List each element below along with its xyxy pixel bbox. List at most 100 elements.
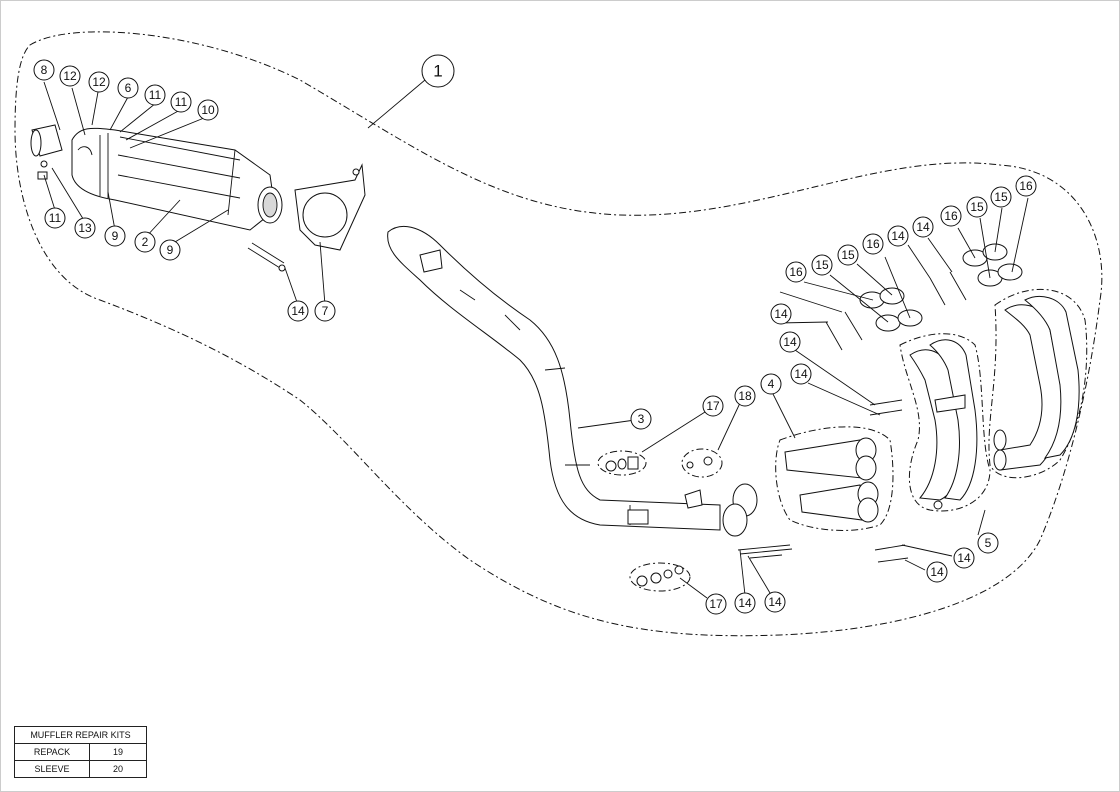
callout-circle (811, 254, 833, 276)
callout-label: 14 (916, 220, 930, 234)
callout-circle (88, 71, 110, 93)
gasket-set-upper (597, 450, 647, 476)
callout-circle (764, 591, 786, 613)
header-pipes-part (899, 288, 1088, 512)
springs-bottom-middle (737, 544, 793, 559)
muffler-part (30, 124, 283, 231)
callout-circle (966, 196, 988, 218)
callout-label: 3 (638, 412, 645, 426)
callout-balloon: 14 (287, 300, 309, 322)
callout-balloon: 15 (966, 196, 988, 218)
callout-label: 7 (322, 304, 329, 318)
callout-balloon: 15 (837, 244, 859, 266)
callout-balloon: 18 (734, 385, 756, 407)
callout-circle (134, 231, 156, 253)
callout-balloon: 12 (59, 65, 81, 87)
callout-balloon: 12 (88, 71, 110, 93)
callout-circle (159, 239, 181, 261)
callout-balloon: 2 (134, 231, 156, 253)
callout-circle (887, 225, 909, 247)
callout-circle (760, 373, 782, 395)
callout-label: 14 (930, 565, 944, 579)
callout-label: 14 (891, 229, 905, 243)
callout-balloon: 5 (977, 532, 999, 554)
callout-circle (144, 84, 166, 106)
callout-label: 18 (738, 389, 752, 403)
callout-balloon: 11 (44, 207, 66, 229)
callout-balloon: 14 (953, 547, 975, 569)
callout-label: 16 (944, 209, 958, 223)
callout-label: 11 (175, 95, 188, 109)
mid-pipe-part (387, 225, 758, 537)
callout-label: 14 (783, 335, 797, 349)
callout-label: 15 (970, 200, 984, 214)
callout-balloon: 9 (104, 225, 126, 247)
callout-label: 15 (841, 248, 855, 262)
callout-balloon: 14 (887, 225, 909, 247)
callout-balloon: 14 (779, 331, 801, 353)
callout-circle (104, 225, 126, 247)
callout-balloon: 17 (705, 593, 727, 615)
callout-balloon: 14 (926, 561, 948, 583)
callout-circle (421, 54, 455, 88)
kit-name-cell: SLEEVE (14, 760, 90, 778)
callout-circle (862, 233, 884, 255)
callout-circle (953, 547, 975, 569)
leader-lines (43, 79, 1029, 599)
callout-circle (33, 59, 55, 81)
callout-balloon: 14 (790, 363, 812, 385)
callout-circle (912, 216, 934, 238)
callout-balloon: 16 (1015, 175, 1037, 197)
callout-circle (977, 532, 999, 554)
callout-label: 13 (78, 221, 92, 235)
callout-circle (702, 395, 724, 417)
callout-circle (170, 91, 192, 113)
callout-label: 14 (957, 551, 971, 565)
callout-circle (197, 99, 219, 121)
callout-label: 14 (291, 304, 305, 318)
callout-label: 17 (709, 597, 723, 611)
callout-label: 6 (125, 81, 132, 95)
kit-code-cell: 20 (89, 760, 147, 778)
callout-label: 5 (985, 536, 992, 550)
callout-circle (790, 363, 812, 385)
repair-kits-table: MUFFLER REPAIR KITS REPACK 19 SLEEVE 20 (14, 726, 147, 778)
table-row: REPACK 19 (14, 743, 147, 761)
callout-circle (734, 385, 756, 407)
callout-balloon: 14 (734, 592, 756, 614)
callout-circle (770, 303, 792, 325)
callout-label: 17 (706, 399, 720, 413)
callout-circle (705, 593, 727, 615)
callout-circle (779, 331, 801, 353)
callout-circle (287, 300, 309, 322)
callout-balloon: 16 (785, 261, 807, 283)
callout-label: 12 (63, 69, 77, 83)
callout-balloon: 11 (170, 91, 192, 113)
table-row: SLEEVE 20 (14, 760, 147, 778)
callout-circle (44, 207, 66, 229)
callout-circle (734, 592, 756, 614)
callout-balloon: 6 (117, 77, 139, 99)
callout-label: 1 (433, 62, 442, 81)
callout-circle (59, 65, 81, 87)
kit-name-cell: REPACK (14, 743, 90, 761)
callout-label: 16 (789, 265, 803, 279)
callout-label: 15 (994, 190, 1008, 204)
callout-circle (926, 561, 948, 583)
callout-label: 12 (92, 75, 106, 89)
clamp-part-18 (681, 448, 723, 478)
callout-label: 16 (866, 237, 880, 251)
callout-balloon: 14 (764, 591, 786, 613)
callout-label: 2 (142, 235, 149, 249)
gasket-set-lower (629, 562, 691, 592)
callout-label: 14 (768, 595, 782, 609)
y-pipe-part (775, 426, 894, 531)
callout-circle (1015, 175, 1037, 197)
callout-balloon: 13 (74, 217, 96, 239)
callout-label: 9 (112, 229, 119, 243)
springs-upper-right (825, 271, 967, 563)
callout-label: 4 (768, 377, 775, 391)
spring-part (247, 242, 286, 272)
callout-balloon: 16 (940, 205, 962, 227)
